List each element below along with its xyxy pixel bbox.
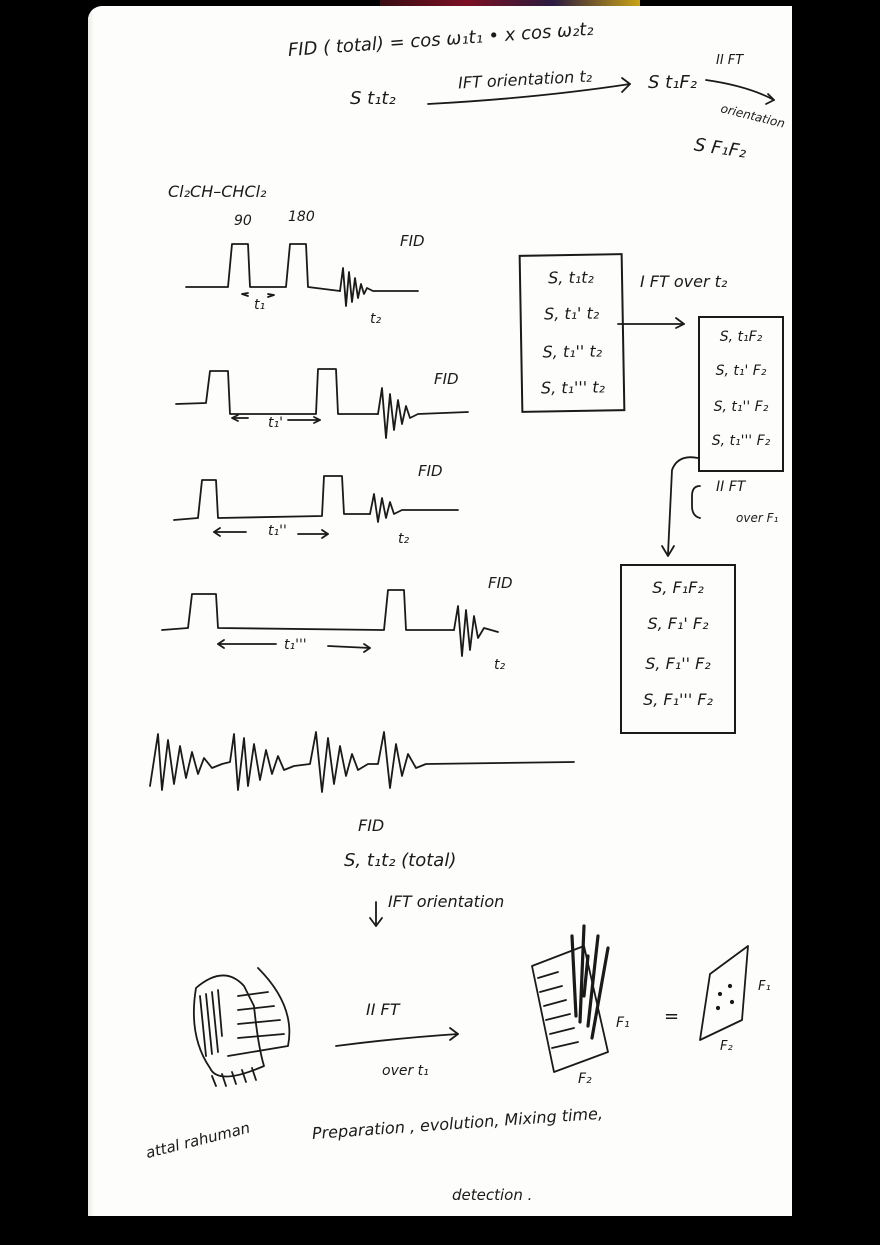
delay-label-3: t₁'' [268, 523, 287, 539]
mixed-domain-row: S, t₁'' F₂ [713, 399, 769, 415]
combined-fid-label: FID [358, 816, 385, 835]
frequency-domain-box: S, F₁F₂ S, F₁' F₂ S, F₁'' F₂ S, F₁''' F₂ [620, 564, 736, 734]
ft-over-t1-bottom: over t₁ [382, 1063, 429, 1079]
ft-over-t1-top: II FT [366, 1000, 400, 1019]
contour-f1-axis: F₁ [758, 979, 771, 994]
detection-stage: detection . [452, 1186, 533, 1204]
arrow-icon [667, 456, 699, 555]
arrow-icon [765, 93, 775, 105]
stacked-plot-f1-axis: F₁ [616, 1015, 630, 1031]
frequency-domain-row: S, F₁'' F₂ [645, 654, 711, 673]
stacked-plot-f2-axis: F₂ [578, 1071, 592, 1087]
flow-step2-label-top: II FT [716, 53, 744, 68]
pulse-90-label: 90 [234, 213, 252, 229]
fid-label-1: FID [400, 232, 425, 250]
notebook-cover-edge [380, 0, 640, 8]
combined-signal: S, t₁t₂ (total) [344, 850, 457, 871]
delay-label-4: t₁''' [284, 637, 307, 653]
frequency-domain-row: S, F₁' F₂ [647, 614, 709, 633]
arrow-icon [427, 83, 631, 105]
arrow-icon [335, 1033, 459, 1047]
ft-over-f1-line1: II FT [716, 479, 746, 495]
equals-sign: = [664, 1006, 680, 1027]
acq-label-3: t₂ [398, 531, 410, 547]
contour-f2-axis: F₂ [720, 1039, 733, 1054]
flow-start-signal: S t₁t₂ [350, 88, 396, 109]
handwritten-drawings [149, 77, 775, 1087]
molecule-formula: Cl₂CH–CHCl₂ [168, 182, 267, 201]
arrow-icon [449, 1027, 459, 1041]
combined-step-label: IFT orientation [388, 892, 505, 911]
pulse-sequence-4 [161, 589, 455, 631]
delay-label-2: t₁' [268, 415, 283, 431]
pulse-sequence-2 [175, 368, 379, 415]
arrow-icon [621, 77, 631, 93]
frequency-domain-row: S, F₁''' F₂ [643, 690, 713, 709]
mixed-domain-row: S, t₁F₂ [719, 329, 763, 345]
arrow-icon [661, 545, 675, 557]
pulse-sequence-3 [173, 475, 371, 521]
acq-label-1: t₂ [370, 311, 382, 327]
fid-label-4: FID [488, 574, 513, 592]
arrow-icon [675, 317, 685, 329]
contour-plot-sketch [699, 945, 749, 1041]
arrow-icon [705, 79, 775, 101]
pulse-sequence-1 [185, 243, 341, 292]
pulse-180-label: 180 [288, 209, 315, 225]
frequency-domain-row: S, F₁F₂ [652, 578, 704, 597]
mixed-domain-row: S, t₁''' F₂ [711, 433, 771, 449]
stacked-spectrum-sketch [531, 924, 610, 1073]
flow-middle-signal: S t₁F₂ [648, 72, 697, 93]
fid-label-3: FID [418, 462, 443, 480]
mixed-domain-box: S, t₁F₂ S, t₁' F₂ S, t₁'' F₂ S, t₁''' F₂ [698, 316, 784, 472]
ft-over-t2-label: I FT over t₂ [640, 272, 728, 291]
acq-label-4: t₂ [494, 657, 506, 673]
combined-fid-waveform [149, 731, 575, 793]
notebook-page: FID ( total) = cos ω₁t₁ • x cos ω₂t₂ S t… [88, 6, 792, 1216]
mixed-domain-row: S, t₁' F₂ [715, 363, 767, 379]
delay-label-1: t₁ [254, 297, 266, 313]
fid-label-2: FID [434, 370, 459, 388]
ft-over-f1-line2: over F₁ [736, 511, 779, 525]
fid-3d-sketch [193, 967, 291, 1087]
